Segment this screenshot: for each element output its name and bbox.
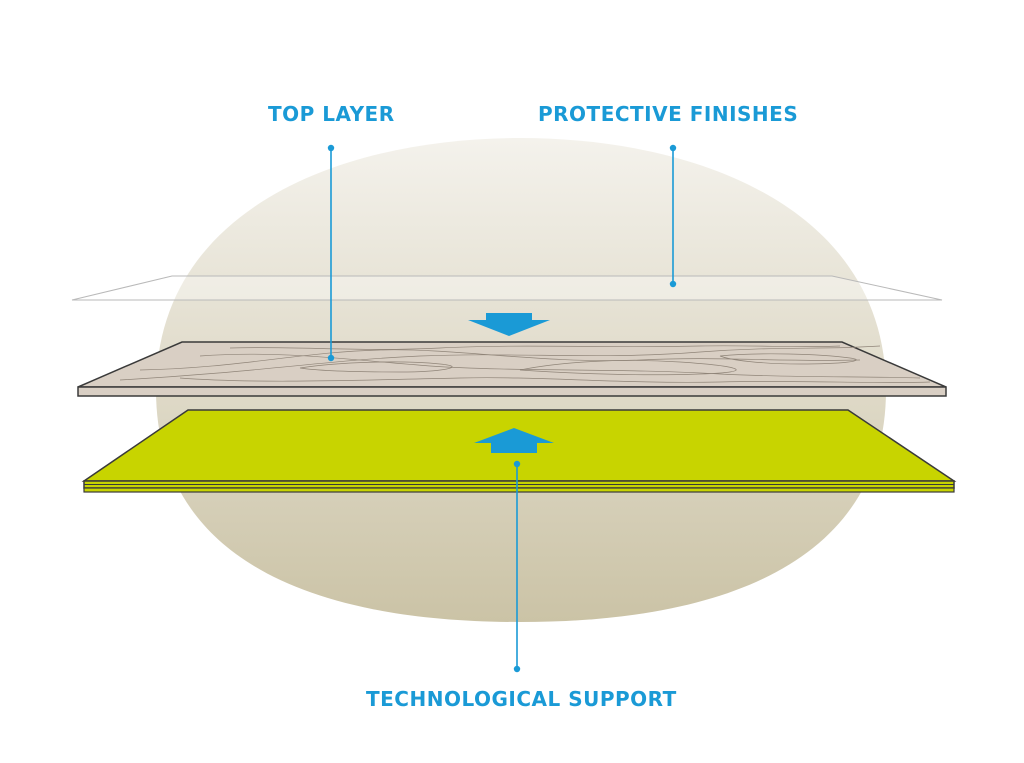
arrow-up-icon — [474, 428, 554, 453]
leader-top-layer — [327, 144, 335, 362]
leader-protective-finishes — [669, 144, 677, 288]
protective-finish-sheet — [71, 275, 943, 301]
arrow-down-icon — [468, 313, 550, 336]
label-technological-support: TECHNOLOGICAL SUPPORT — [366, 687, 677, 711]
label-protective-finishes: PROTECTIVE FINISHES — [538, 102, 799, 126]
wood-top-layer — [77, 341, 947, 397]
leader-technological-support — [513, 460, 521, 673]
label-top-layer: TOP LAYER — [268, 102, 395, 126]
wood-grain — [119, 345, 931, 383]
